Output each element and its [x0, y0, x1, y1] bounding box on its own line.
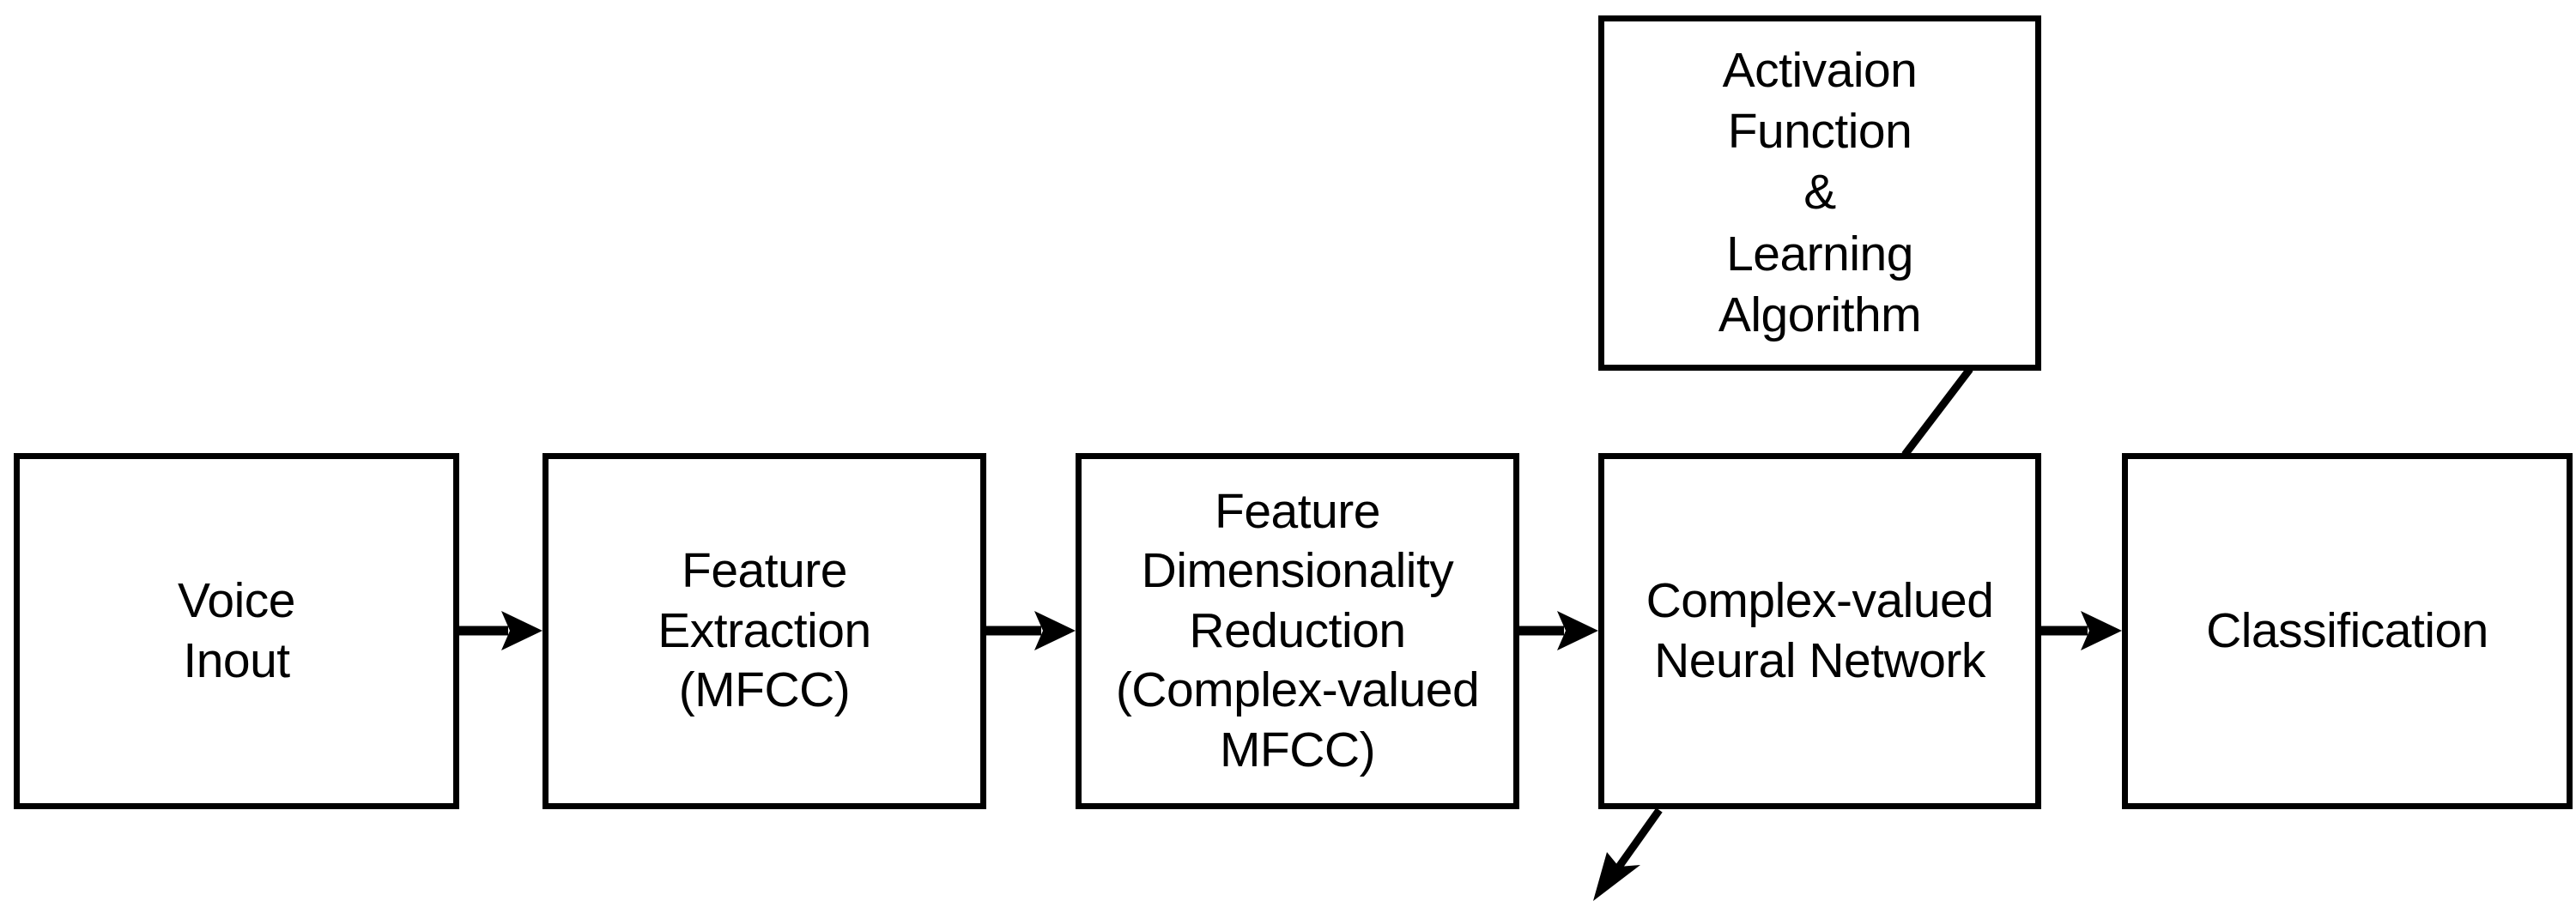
- arrow-neural-network-output: [1593, 807, 1663, 901]
- node-activation-function-learning-algorithm-label: Activaion Function & Learning Algorithm: [1718, 42, 1922, 342]
- arrow-dimensionality-reduction-to-neural-network: [1519, 611, 1598, 650]
- arrow-feature-extraction-to-dimensionality-reduction: [986, 611, 1076, 650]
- arrow-voice-input-to-feature-extraction: [459, 611, 542, 650]
- node-classification[interactable]: Classification: [2122, 453, 2573, 809]
- node-voice-input[interactable]: Voice Inout: [14, 453, 459, 809]
- arrow-neural-network-to-classification: [2041, 611, 2122, 650]
- node-feature-dimensionality-reduction-label: Feature Dimensionality Reduction (Comple…: [1115, 483, 1480, 777]
- line-activation-to-neural-network: [1901, 366, 1973, 457]
- node-feature-extraction-label: Feature Extraction (MFCC): [658, 543, 871, 718]
- node-complex-valued-neural-network-label: Complex-valued Neural Network: [1646, 572, 1994, 688]
- node-feature-extraction[interactable]: Feature Extraction (MFCC): [542, 453, 986, 809]
- node-feature-dimensionality-reduction[interactable]: Feature Dimensionality Reduction (Comple…: [1076, 453, 1519, 809]
- node-classification-label: Classification: [2206, 602, 2488, 658]
- node-activation-function-learning-algorithm[interactable]: Activaion Function & Learning Algorithm: [1598, 15, 2041, 371]
- node-voice-input-label: Voice Inout: [178, 572, 295, 688]
- node-complex-valued-neural-network[interactable]: Complex-valued Neural Network: [1598, 453, 2041, 809]
